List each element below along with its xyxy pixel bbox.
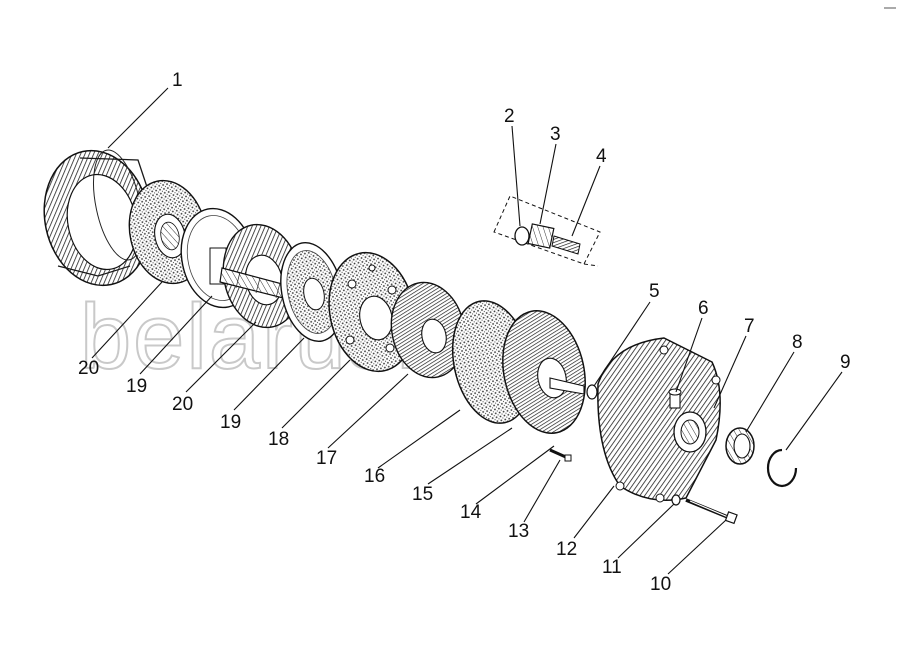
part-assembly-2-3-4 [493, 195, 601, 267]
leader-20a [91, 281, 163, 359]
leader-15 [427, 427, 513, 485]
part-snap-ring-9 [766, 448, 798, 488]
callout-6: 6 [698, 298, 709, 319]
leader-16 [377, 409, 461, 469]
leader-18 [281, 359, 351, 429]
callout-19a: 19 [126, 376, 147, 397]
callout-5: 5 [649, 281, 660, 302]
part-fitting-6 [668, 388, 682, 409]
callout-10: 10 [650, 574, 671, 595]
callout-12: 12 [556, 539, 577, 560]
leader-17 [327, 373, 409, 449]
leader-3 [539, 143, 557, 225]
part-washer-11 [671, 494, 681, 506]
part-bolt-13 [549, 448, 572, 462]
part-bushing-8 [725, 427, 755, 465]
callout-11: 11 [602, 557, 622, 578]
callout-1: 1 [172, 70, 183, 91]
leader-9 [785, 371, 843, 451]
leader-2 [511, 125, 521, 227]
callout-4: 4 [596, 146, 607, 167]
callout-14: 14 [460, 502, 482, 523]
callout-15: 15 [412, 484, 433, 505]
leader-1 [107, 87, 169, 149]
callout-20b: 20 [172, 394, 193, 415]
callout-13: 13 [508, 521, 529, 542]
part-rear-housing-12 [597, 337, 721, 503]
leader-14 [475, 445, 555, 505]
callout-18: 18 [268, 429, 289, 450]
leader-4 [571, 165, 601, 237]
callout-16: 16 [364, 466, 385, 487]
leader-8 [745, 351, 795, 433]
leader-11 [617, 503, 675, 559]
leader-7 [713, 335, 747, 409]
leader-6 [675, 317, 703, 393]
leader-20b [185, 321, 257, 393]
part-friction-disc-19b [280, 241, 344, 343]
part-spacer-5 [586, 384, 598, 400]
callout-labels: 1 2 3 4 5 6 7 8 9 10 11 12 13 14 15 16 1… [78, 70, 851, 595]
callout-17: 17 [316, 448, 337, 469]
leader-10 [667, 519, 727, 575]
callout-20a: 20 [78, 358, 99, 379]
leader-13 [523, 459, 561, 523]
callout-3: 3 [550, 124, 561, 145]
callout-19b: 19 [220, 412, 241, 433]
leader-19b [233, 337, 305, 411]
callout-7: 7 [744, 316, 755, 337]
part-diaphragm-spring-17 [390, 281, 466, 379]
callout-2: 2 [504, 106, 515, 127]
leader-19a [139, 295, 213, 375]
leader-lines [91, 87, 843, 575]
leader-5 [593, 301, 651, 387]
part-long-bolt-10 [685, 498, 738, 525]
part-hub-disc-15 [502, 310, 586, 434]
leader-12 [573, 485, 615, 539]
callout-8: 8 [792, 332, 803, 353]
callout-9: 9 [840, 352, 851, 373]
